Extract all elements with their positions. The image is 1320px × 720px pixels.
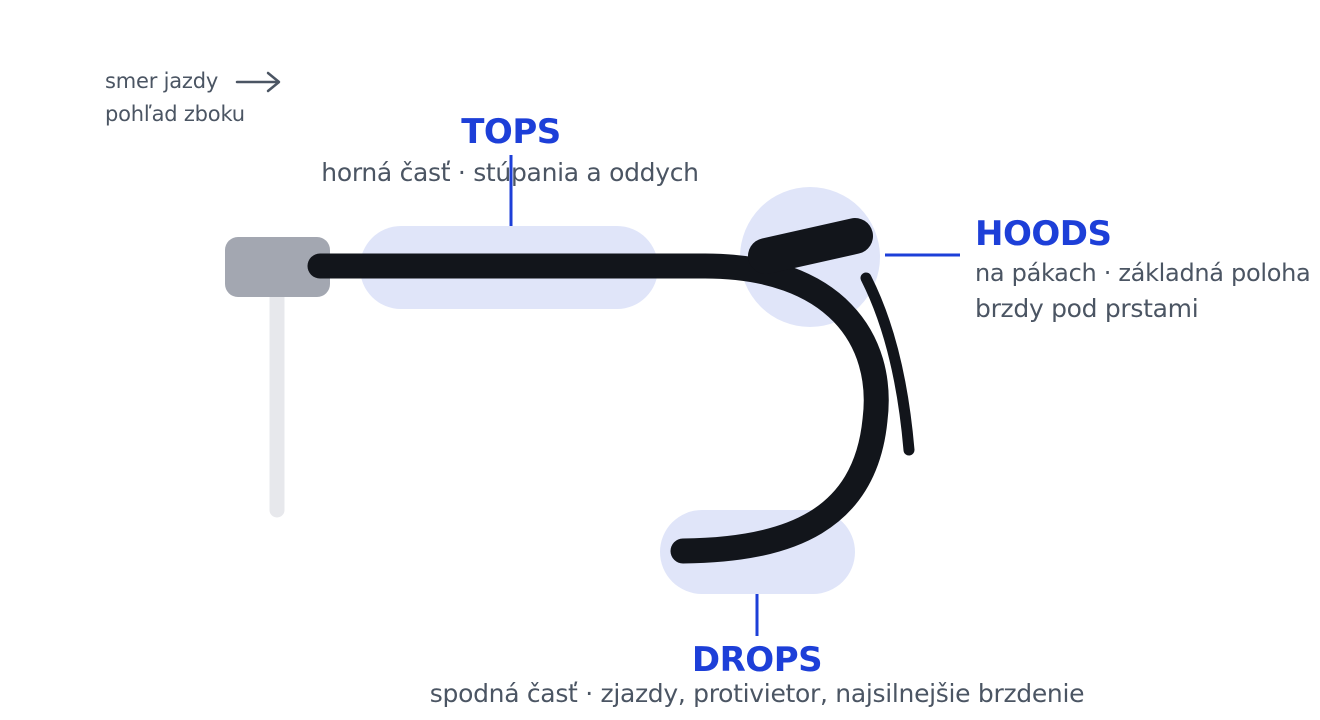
hoods-description-line2: brzdy pod prstami [975, 294, 1199, 323]
drops-title: DROPS [691, 640, 823, 680]
hoods-description-line1: na pákach · základná poloha [975, 259, 1311, 287]
handlebar [307, 253, 889, 564]
hoods-title: HOODS [975, 214, 1112, 254]
stem [225, 237, 330, 297]
tops-title: TOPS [461, 112, 561, 152]
direction-label: smer jazdy [105, 69, 219, 93]
drops-description: spodná časť · zjazdy, protivietor, najsi… [429, 679, 1085, 708]
view-label: pohľad zboku [105, 102, 245, 126]
tops-description: horná časť · stúpania a oddych [321, 158, 699, 187]
arrow-right-icon [235, 71, 281, 93]
brake-hood [748, 218, 873, 274]
brake-lever [860, 272, 915, 456]
